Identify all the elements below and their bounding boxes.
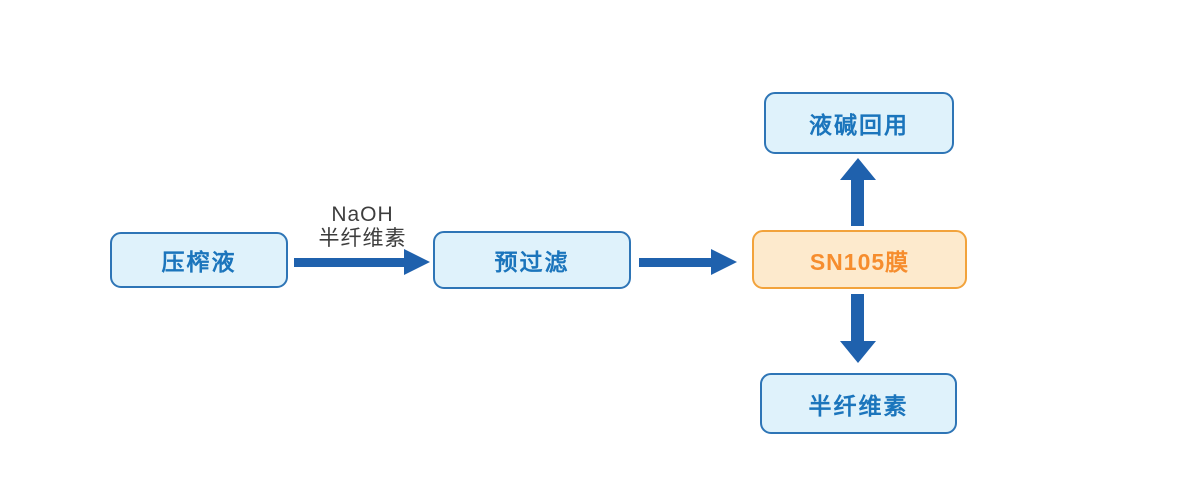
node-alkali-recycle: 液碱回用 [764, 92, 954, 154]
node-sn105-membrane: SN105膜 [752, 230, 967, 289]
arrow-sn105-to-hemicellulose-shaft [851, 294, 864, 342]
arrow-sn105-to-hemicellulose-head-icon [840, 341, 876, 363]
node-prefilter: 预过滤 [433, 231, 631, 289]
arrow-prefilter-to-sn105-shaft [639, 258, 713, 267]
arrow-press-to-prefilter-shaft [294, 258, 406, 267]
edge-label-line-hemicellulose: 半纤维素 [318, 227, 407, 250]
arrow-prefilter-to-sn105-head-icon [711, 249, 737, 275]
node-press-liquid: 压榨液 [110, 232, 288, 288]
arrow-sn105-to-alkali-shaft [851, 178, 864, 226]
arrow-press-to-prefilter-head-icon [404, 249, 430, 275]
edge-label-naoh-hemicellulose: NaOH 半纤维素 [290, 203, 435, 251]
arrow-sn105-to-alkali-head-icon [840, 158, 876, 180]
edge-label-line-naoh: NaOH [331, 203, 394, 226]
node-hemicellulose-output: 半纤维素 [760, 373, 957, 434]
